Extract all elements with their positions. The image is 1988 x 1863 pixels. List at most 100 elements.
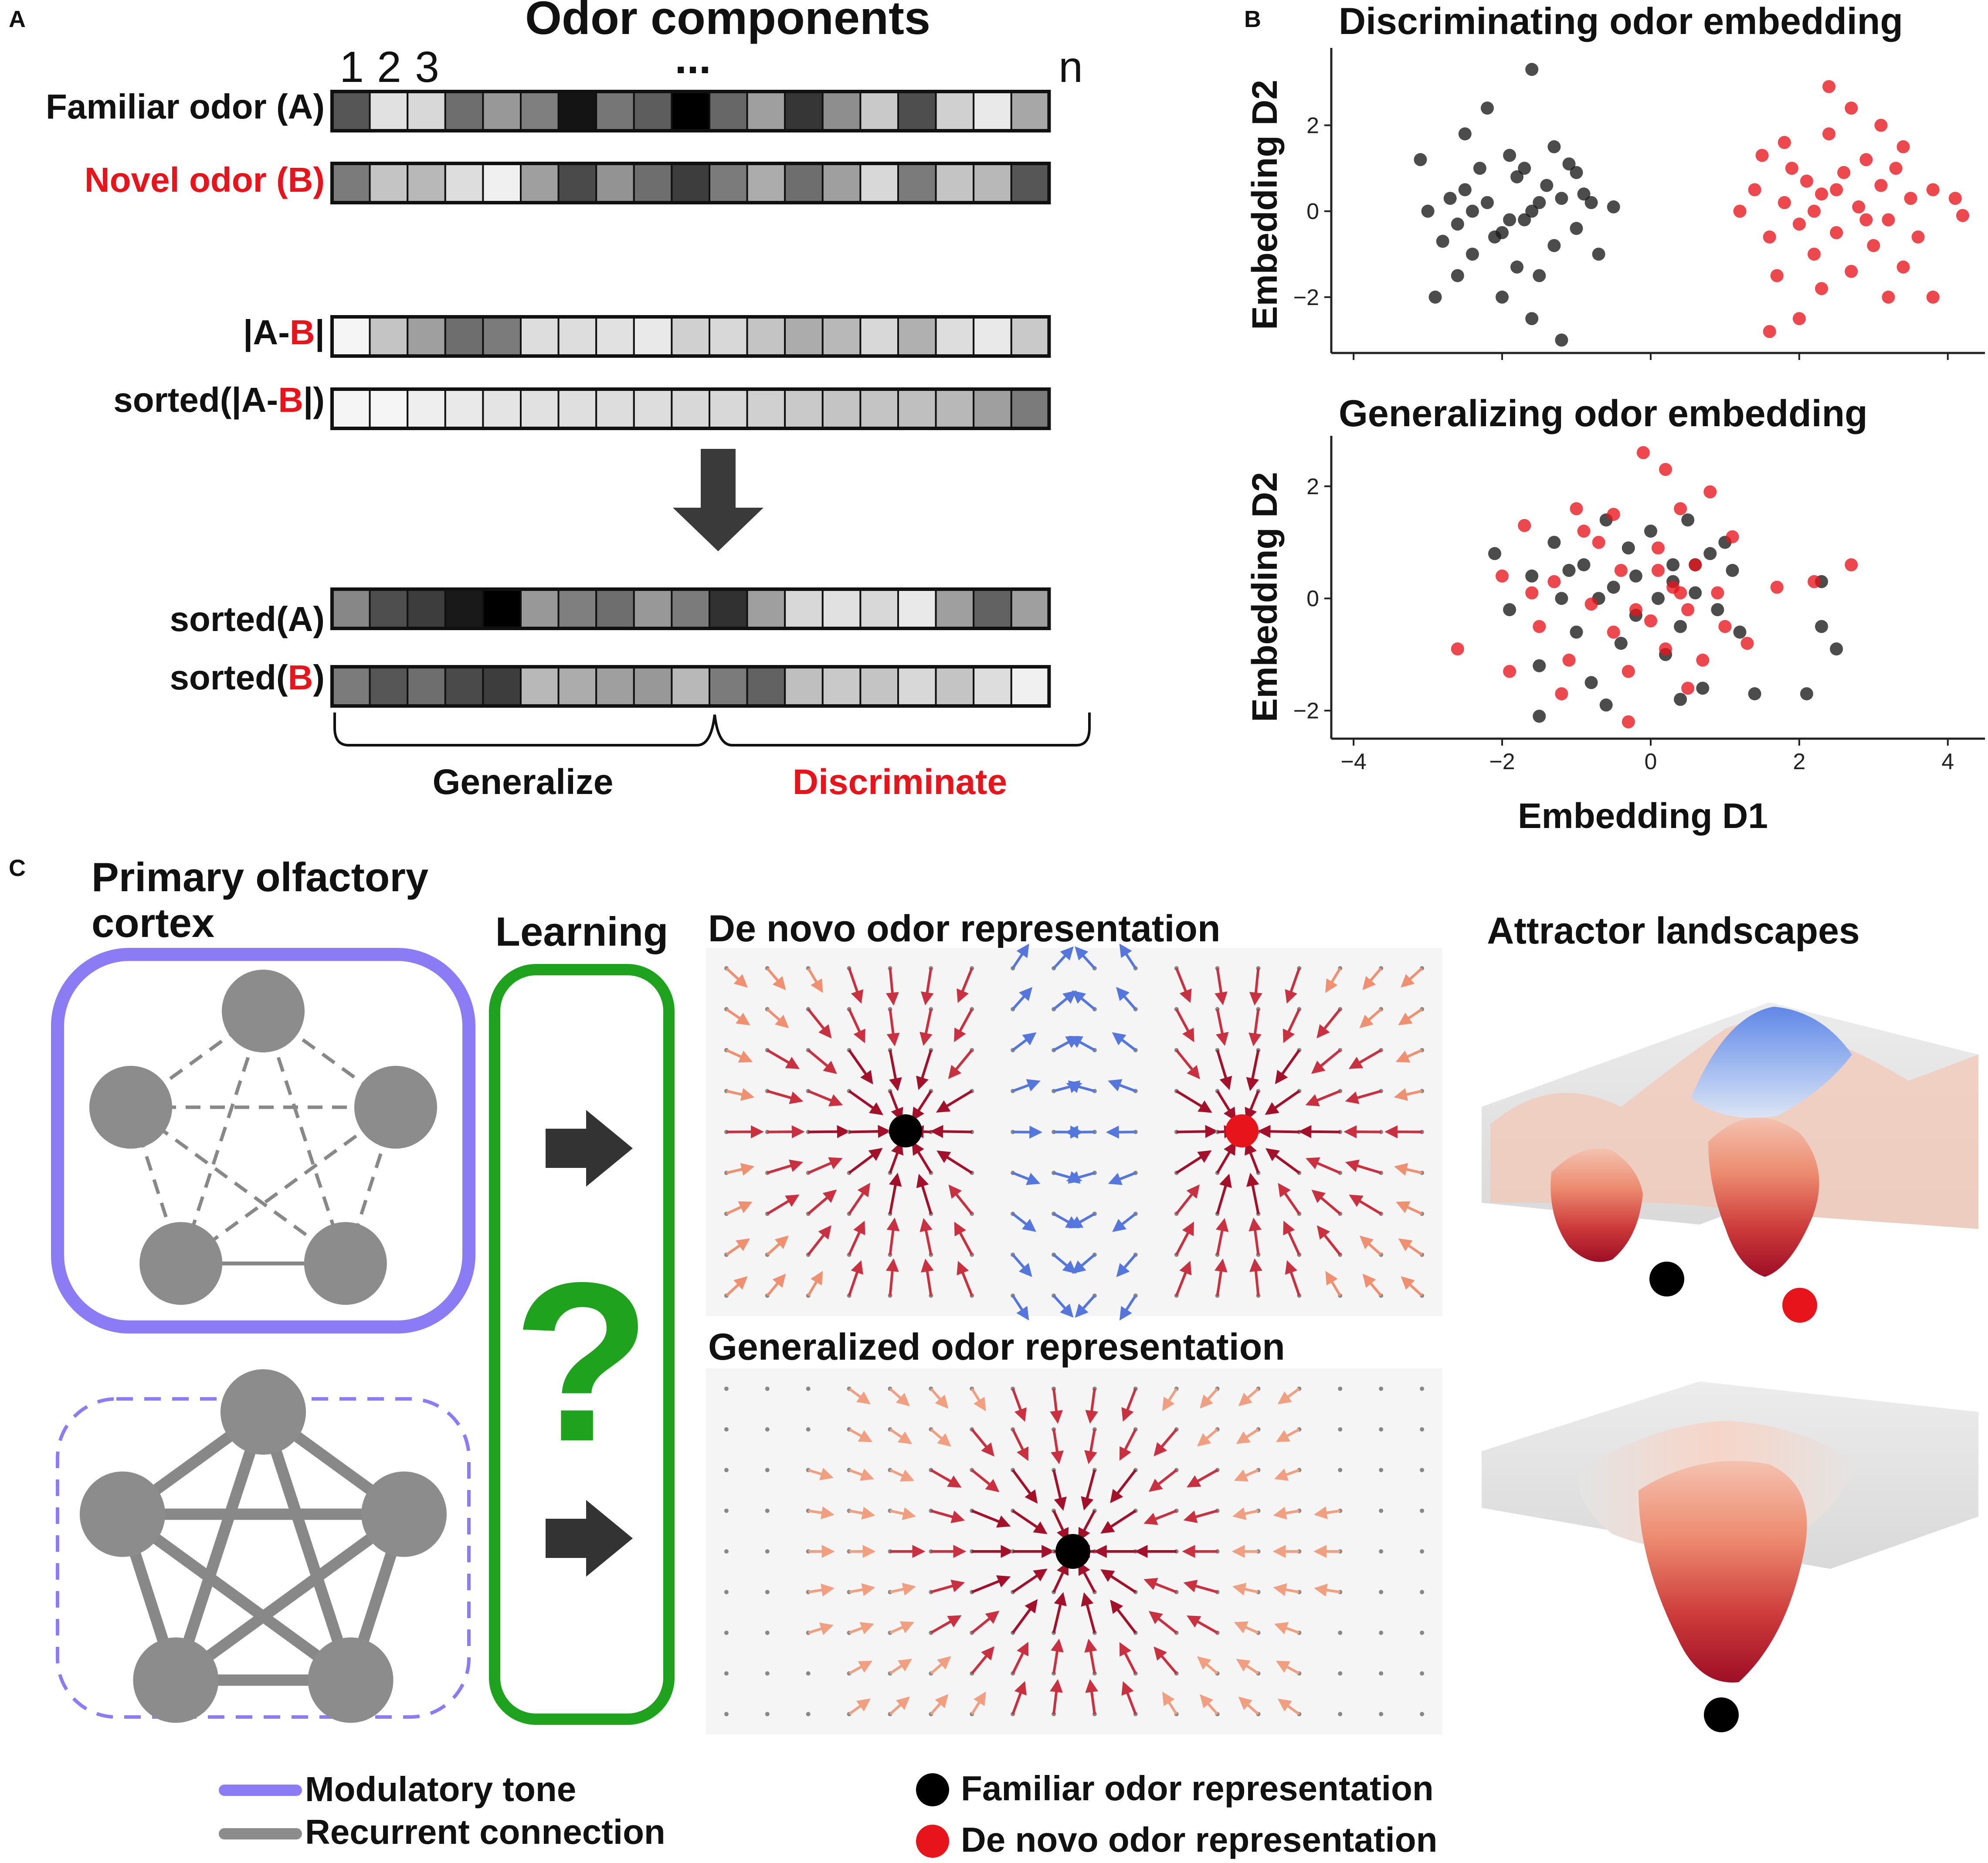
flow-arrow bbox=[1200, 1694, 1218, 1715]
flow-arrow bbox=[807, 1008, 832, 1038]
scatter-point bbox=[1896, 140, 1910, 153]
scatter-point bbox=[1770, 269, 1784, 282]
scatter-point bbox=[1726, 530, 1739, 543]
flow-grid-dot bbox=[1379, 1630, 1384, 1635]
scatter-point bbox=[1451, 642, 1464, 656]
flow-arrow bbox=[1401, 967, 1423, 988]
component-cell bbox=[520, 666, 560, 707]
flow-arrow bbox=[916, 1049, 933, 1090]
flow-arrow bbox=[1108, 1079, 1136, 1093]
scatter-point bbox=[1584, 597, 1598, 611]
flow-grid-dot bbox=[724, 1508, 729, 1513]
flow-arrow bbox=[1052, 1469, 1067, 1511]
flow-grid-dot bbox=[724, 1630, 729, 1635]
scatter-point bbox=[1510, 260, 1524, 274]
flow-arrow bbox=[1395, 1049, 1423, 1063]
scatter-point bbox=[1607, 580, 1620, 594]
flow-arrow bbox=[807, 1189, 837, 1215]
flow-arrow bbox=[1052, 946, 1074, 969]
component-cell bbox=[746, 666, 786, 707]
flow-arrow bbox=[808, 1506, 835, 1520]
flow-arrow bbox=[807, 1157, 843, 1174]
flow-arrow bbox=[807, 1049, 837, 1074]
neuron-node bbox=[354, 1066, 437, 1149]
scatter-point bbox=[1518, 213, 1531, 227]
flow-field-de-novo bbox=[724, 943, 1425, 1321]
scatter-point bbox=[1592, 248, 1605, 261]
flow-arrow bbox=[889, 1582, 916, 1596]
flow-grid-dot bbox=[1338, 1712, 1343, 1717]
flow-arrow bbox=[1050, 1679, 1063, 1714]
scatter-point bbox=[1458, 183, 1472, 197]
panel-b: B Discriminating odor embedding Generali… bbox=[1244, 0, 1985, 836]
row-label-part: sorted(|A- bbox=[113, 380, 278, 420]
flow-arrow bbox=[1013, 1125, 1043, 1139]
component-cell bbox=[784, 588, 824, 629]
component-cell bbox=[935, 588, 975, 629]
component-cell bbox=[671, 163, 711, 204]
neuron-node bbox=[80, 1471, 165, 1557]
scatter-point bbox=[1652, 592, 1665, 605]
flow-arrow bbox=[808, 1583, 835, 1597]
flow-grid-dot bbox=[1379, 1386, 1384, 1391]
component-cell bbox=[633, 316, 673, 357]
flow-arrow bbox=[889, 1659, 913, 1675]
x-tick-label: −4 bbox=[1340, 749, 1366, 774]
flow-grid-dot bbox=[1420, 1712, 1425, 1717]
scatter-point bbox=[1577, 187, 1591, 201]
scatter-point bbox=[1882, 290, 1895, 304]
component-cell bbox=[520, 388, 560, 429]
flow-arrow bbox=[848, 1260, 863, 1296]
flow-arrow bbox=[1216, 1049, 1232, 1090]
scatter-point bbox=[1926, 183, 1940, 197]
flow-grid-dot bbox=[806, 1671, 811, 1676]
row-label-novel-odor: Novel odor (B) bbox=[85, 160, 325, 199]
flow-arrow bbox=[1265, 1148, 1300, 1174]
flow-arrow bbox=[767, 1159, 804, 1174]
row-label-part: ) bbox=[313, 658, 325, 697]
flow-arrow bbox=[930, 1694, 949, 1715]
flow-title-bottom: Generalized odor representation bbox=[708, 1326, 1285, 1368]
scatter-point bbox=[1696, 682, 1710, 695]
scatter-point bbox=[1547, 536, 1561, 549]
scatter-point bbox=[1584, 196, 1598, 209]
flow-arrow bbox=[725, 1276, 748, 1297]
flow-arrow bbox=[767, 1194, 800, 1215]
component-cell bbox=[557, 588, 597, 629]
component-cell bbox=[482, 91, 522, 132]
scatter-point bbox=[1822, 80, 1835, 93]
discriminating-scatter: −202 bbox=[1293, 48, 1985, 360]
component-cell bbox=[821, 666, 862, 707]
scatter-point bbox=[1614, 563, 1628, 577]
scatter-point bbox=[1808, 204, 1821, 218]
flow-grid-dot bbox=[806, 1712, 811, 1717]
flow-arrow bbox=[1183, 1580, 1218, 1594]
legend-label-familiar: Familiar odor representation bbox=[961, 1769, 1434, 1808]
flow-arrow bbox=[889, 1507, 916, 1520]
flow-arrow bbox=[725, 967, 748, 988]
scatter-point bbox=[1562, 157, 1576, 171]
recurrent-connection bbox=[261, 1010, 347, 1264]
component-cell bbox=[746, 588, 786, 629]
scatter-point bbox=[1496, 290, 1509, 304]
scatter-point bbox=[1815, 187, 1828, 201]
component-cell bbox=[859, 666, 899, 707]
novel-attractor-dot bbox=[1225, 1114, 1259, 1147]
component-cell bbox=[821, 588, 862, 629]
flow-arrow bbox=[1051, 1429, 1064, 1465]
landscape-barrier bbox=[1691, 1007, 1852, 1118]
component-cell bbox=[859, 316, 899, 357]
scatter-point bbox=[1629, 569, 1642, 583]
cell-row bbox=[330, 162, 1051, 204]
component-cell bbox=[1010, 163, 1050, 204]
flow-arrow bbox=[970, 1388, 986, 1412]
component-cell bbox=[633, 666, 673, 707]
scatter-point bbox=[1607, 508, 1620, 521]
flow-arrow bbox=[1012, 1212, 1036, 1232]
flow-arrow bbox=[1175, 1261, 1192, 1296]
component-cell bbox=[557, 163, 597, 204]
component-cell bbox=[482, 666, 522, 707]
flow-arrow bbox=[1306, 1157, 1341, 1174]
legend: Modulatory tone Recurrent connection Fam… bbox=[219, 1769, 1437, 1859]
flow-arrow bbox=[726, 1201, 753, 1215]
